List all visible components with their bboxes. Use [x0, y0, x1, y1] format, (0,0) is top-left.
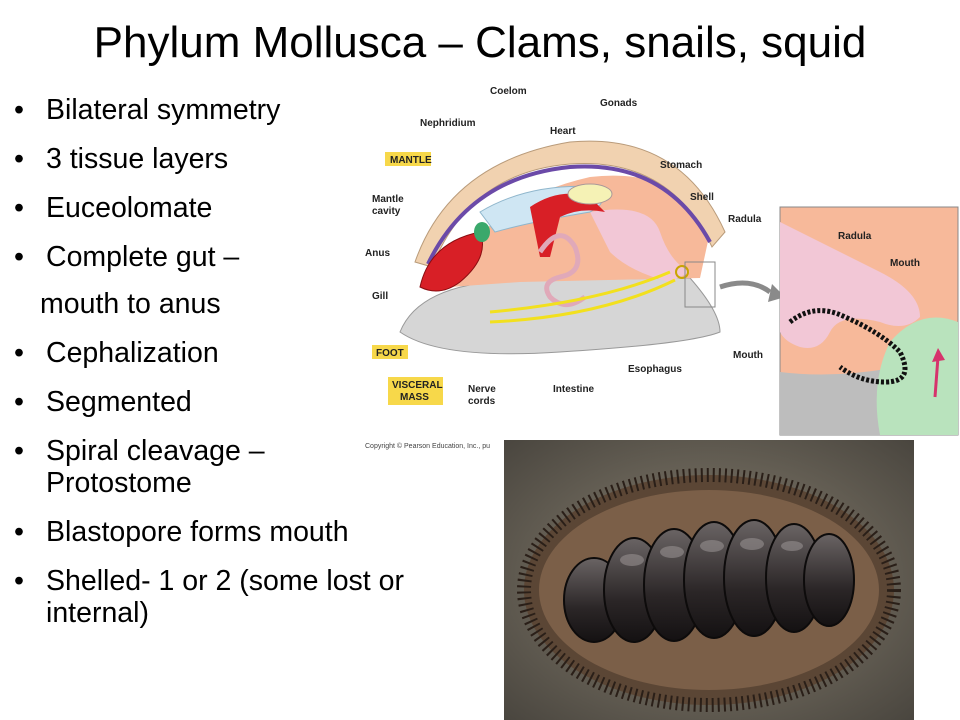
- mollusc-anatomy-diagram: Coelom Gonads Nephridium Heart MANTLE St…: [365, 86, 959, 450]
- nerve-cord-1: [489, 270, 671, 314]
- gonads-shape: [567, 183, 613, 205]
- label-gonads: Gonads: [600, 98, 638, 109]
- bullet-item: 3 tissue layers: [14, 143, 414, 175]
- stomach-shape: [590, 209, 690, 282]
- label-visceral-2: MASS: [400, 392, 429, 403]
- label-nephridium: Nephridium: [420, 118, 476, 129]
- zoom-arrow: [719, 280, 772, 295]
- copyright-text: Copyright © Pearson Education, Inc., pu: [365, 442, 490, 450]
- label-visceral-1: VISCERAL: [392, 380, 443, 391]
- label-mouth: Mouth: [733, 350, 763, 361]
- label-nerve-1: Nerve: [468, 384, 496, 395]
- label-coelom: Coelom: [490, 86, 527, 97]
- label-stomach: Stomach: [660, 160, 702, 171]
- label-radula: Radula: [728, 214, 762, 225]
- bullet-item: Complete gut –: [14, 241, 414, 273]
- label-mantle-cavity-1: Mantle: [372, 194, 404, 205]
- mantle-line: [426, 164, 712, 265]
- label-inset-radula: Radula: [838, 231, 872, 242]
- bullet-item: Blastopore forms mouth: [14, 516, 414, 548]
- label-anus: Anus: [365, 248, 390, 259]
- label-mantle-cavity-2: cavity: [372, 206, 401, 217]
- nerve-cord-2: [489, 278, 676, 324]
- chiton-plates: [563, 519, 855, 643]
- label-foot: FOOT: [376, 348, 404, 359]
- label-intestine: Intestine: [553, 384, 595, 395]
- label-inset-mouth: Mouth: [890, 258, 920, 269]
- bullet-item: Bilateral symmetry: [14, 94, 414, 126]
- bullet-item: mouth to anus: [40, 288, 221, 320]
- bullet-item: Cephalization: [14, 337, 414, 369]
- gill-shape: [419, 231, 483, 292]
- bullet-item: Spiral cleavage – Protostome: [14, 435, 414, 499]
- bullet-item: Shelled- 1 or 2 (some lost or internal): [14, 565, 414, 629]
- nephridium-shape: [474, 222, 490, 242]
- label-nerve-2: cords: [468, 396, 496, 407]
- bullet-list: Bilateral symmetry 3 tissue layersEuceolo…: [14, 94, 414, 646]
- mouth-circle: [675, 265, 689, 279]
- inset-green: [876, 317, 958, 435]
- chiton-photo: [504, 440, 914, 720]
- label-heart: Heart: [550, 126, 576, 137]
- bullet-item: Segmented: [14, 386, 414, 418]
- label-shell: Shell: [690, 192, 714, 203]
- shell-shape: [414, 140, 726, 268]
- label-gill: Gill: [372, 291, 388, 302]
- inset-pink: [780, 222, 920, 348]
- slide-title: Phylum Mollusca – Clams, snails, squid: [93, 18, 867, 67]
- zoom-box: [684, 261, 716, 308]
- label-esophagus: Esophagus: [628, 364, 682, 375]
- inset-radula-teeth: [788, 308, 908, 385]
- bullet-item: Euceolomate: [14, 192, 414, 224]
- label-mantle: MANTLE: [390, 155, 432, 166]
